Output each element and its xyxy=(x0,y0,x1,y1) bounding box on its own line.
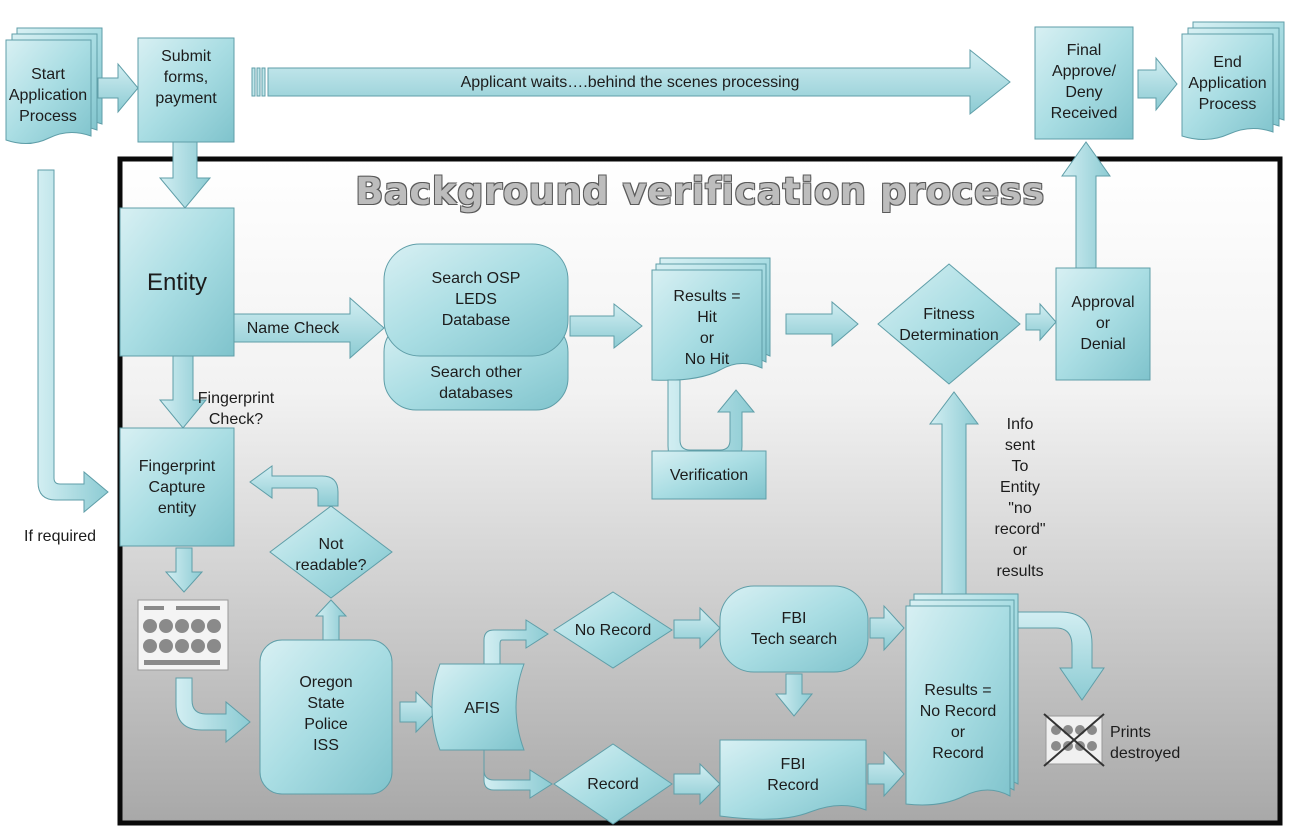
arrow-if-required xyxy=(37,169,109,514)
afis-shape xyxy=(431,663,525,751)
results-hit-document xyxy=(651,257,771,381)
arrow-results-to-fitness xyxy=(785,300,859,348)
arrow-osp-to-not-readable xyxy=(314,599,348,641)
results-record-label: Results = No Record or Record xyxy=(919,682,997,762)
fbi-record-document xyxy=(719,739,867,820)
arrow-fbi-tech-to-results xyxy=(869,604,905,652)
no-record-label: No Record xyxy=(574,622,652,639)
final-box xyxy=(1034,26,1134,140)
arrow-capture-to-card xyxy=(164,547,204,593)
arrow-final-to-end xyxy=(1137,56,1178,112)
panel-title: Background verification process xyxy=(355,170,1045,213)
fitness-diamond xyxy=(877,263,1021,385)
arrow-info-sent xyxy=(929,391,979,601)
arrow-to-prints-destroyed xyxy=(1017,611,1105,701)
submit-label: Submit forms, payment xyxy=(155,48,217,107)
search-other-label: Search other databases xyxy=(430,364,522,402)
applicant-waits-arrow xyxy=(267,48,1011,116)
approval-label: Approval or Denial xyxy=(1071,294,1135,353)
no-record-diamond xyxy=(553,591,673,669)
search-osp-shape xyxy=(383,243,569,357)
arrow-afis-to-no-record xyxy=(483,619,549,665)
entity-label: Entity xyxy=(146,269,208,296)
arrow-card-to-osp xyxy=(175,677,251,744)
fitness-label: Fitness Determination xyxy=(899,306,999,344)
arrow-approval-to-final xyxy=(1061,141,1111,269)
arrow-osp-to-afis xyxy=(399,690,437,734)
arrow-start-to-submit xyxy=(97,62,139,114)
entity-box xyxy=(119,207,235,357)
arrow-fingerprint-check xyxy=(158,355,208,429)
arrow-record-to-fbi-record xyxy=(673,762,721,806)
name-check-label: Name Check xyxy=(246,320,340,337)
start-document-shape xyxy=(5,27,103,144)
fbi-tech-box xyxy=(719,585,869,673)
results-record-document xyxy=(905,593,1019,806)
osp-iss-label: Oregon State Police ISS xyxy=(299,674,353,754)
arrow-submit-to-entity xyxy=(158,141,212,209)
arrow-fitness-to-approval xyxy=(1025,302,1057,342)
fbi-tech-label: FBI Tech search xyxy=(750,610,838,648)
arrow-fbi-record-to-results xyxy=(867,750,905,798)
info-sent-label: Info sent To Entity "no record" or resul… xyxy=(994,416,1046,580)
arrow-fbi-tech-to-fbi-record xyxy=(774,673,814,717)
applicant-waits-label: Applicant waits….behind the scenes proce… xyxy=(460,74,800,91)
arrow-afis-to-record xyxy=(483,750,553,799)
arrow-search-to-results xyxy=(569,302,643,350)
submit-box xyxy=(137,37,235,143)
not-readable-return-arrow xyxy=(249,465,339,507)
name-check-arrow xyxy=(233,296,385,360)
osp-iss-box xyxy=(259,639,393,795)
if-required-label: If required xyxy=(24,528,97,545)
prints-destroyed-label: Prints destroyed xyxy=(1110,724,1181,762)
end-label: End Application Process xyxy=(1188,54,1267,113)
capture-box xyxy=(119,427,235,547)
verification-label: Verification xyxy=(669,467,749,484)
afis-label: AFIS xyxy=(464,700,500,717)
search-osp-label: Search OSP LEDS Database xyxy=(431,270,521,329)
fingerprint-card-icon xyxy=(137,599,229,671)
record-label: Record xyxy=(587,776,639,793)
end-document-shape xyxy=(1181,21,1285,140)
applicant-waits-arrow-tail xyxy=(251,67,266,97)
arrow-no-record-to-fbi-tech xyxy=(673,606,721,650)
crossed-fingerprint-card-icon xyxy=(1043,713,1105,767)
final-label: Final Approve/ Deny Received xyxy=(1050,42,1118,122)
record-diamond xyxy=(553,743,673,825)
not-readable-label: Not readable? xyxy=(295,536,367,574)
verification-box xyxy=(651,450,767,500)
approval-box xyxy=(1055,267,1151,381)
not-readable-diamond xyxy=(269,505,393,599)
start-label: Start Application Process xyxy=(8,66,88,125)
results-hit-label: Results = Hit or No Hit xyxy=(673,288,741,368)
fingerprint-check-label: Fingerprint Check? xyxy=(197,390,275,428)
capture-label: Fingerprint Capture entity xyxy=(138,458,216,517)
fbi-record-label: FBI Record xyxy=(767,756,819,794)
